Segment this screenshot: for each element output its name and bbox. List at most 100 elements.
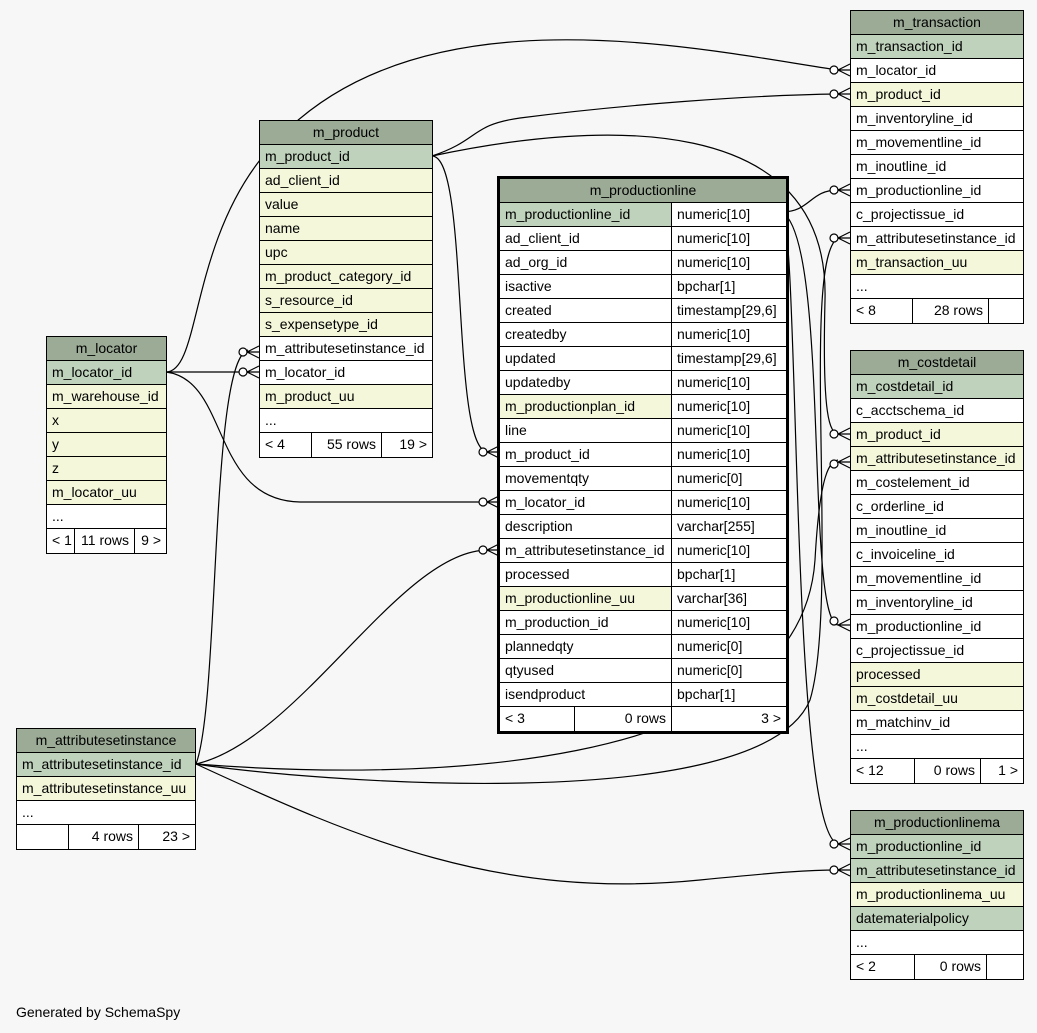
column-name: ...: [22, 804, 34, 820]
marker-productionline-locator: [478, 497, 488, 507]
column-name: ...: [856, 934, 868, 950]
table-column-row: m_productionline_id: [851, 615, 1023, 639]
column-name: c_projectissue_id: [856, 206, 965, 222]
table-title[interactable]: m_productionline: [500, 179, 786, 203]
table-column-row: m_locator_id: [260, 361, 432, 385]
table-column-row: ...: [47, 505, 166, 529]
children-count[interactable]: 1 >: [998, 762, 1018, 778]
column-name: x: [52, 412, 59, 428]
column-type: numeric[10]: [672, 251, 786, 274]
parents-count[interactable]: < 1: [47, 529, 75, 553]
column-name: m_movementline_id: [856, 134, 982, 150]
table-column-row: m_locator_id: [47, 361, 166, 385]
table-title[interactable]: m_costdetail: [851, 351, 1023, 375]
table-column-row: ...: [260, 409, 432, 433]
column-type: numeric[0]: [672, 635, 786, 658]
column-name: updated: [500, 347, 672, 370]
column-name: m_costdetail_uu: [856, 690, 958, 706]
table-column-row: ...: [17, 801, 195, 825]
table-column-row: m_inoutline_id: [851, 155, 1023, 179]
column-type: numeric[0]: [672, 467, 786, 490]
column-name: s_resource_id: [265, 292, 353, 308]
row-count: 55 rows: [312, 433, 382, 457]
column-type: bpchar[1]: [672, 563, 786, 586]
column-name: m_product_id: [265, 148, 350, 164]
edge-product-productionline: [431, 155, 489, 453]
parents-count[interactable]: < 12: [851, 759, 915, 783]
table-title[interactable]: m_product: [260, 121, 432, 145]
table-column-row: s_expensetype_id: [260, 313, 432, 337]
edge-asi-transaction: [195, 237, 839, 785]
children-count[interactable]: 23 >: [162, 828, 190, 844]
table-column-row: m_productionline_id: [851, 835, 1023, 859]
table-title[interactable]: m_locator: [47, 337, 166, 361]
children-count[interactable]: 9 >: [141, 532, 161, 548]
table-title[interactable]: m_attributesetinstance: [17, 729, 195, 753]
marker-transaction-product: [829, 89, 839, 99]
column-name: ad_org_id: [500, 251, 672, 274]
prongs-transaction-locator: [837, 63, 851, 77]
column-name: m_transaction_uu: [856, 254, 968, 270]
table-column-row: ...: [851, 735, 1023, 759]
marker-costdetail-asi: [829, 459, 839, 469]
table-column-row: m_costdetail_id: [851, 375, 1023, 399]
edge-asi-productionlinema: [195, 763, 839, 885]
table-title[interactable]: m_transaction: [851, 11, 1023, 35]
edge-productionline-productionlinema: [781, 211, 839, 845]
column-name: createdby: [500, 323, 672, 346]
prongs-transaction-asi: [837, 231, 851, 245]
column-name: ad_client_id: [500, 227, 672, 250]
prongs-productionlinema-productionline: [837, 837, 851, 851]
marker-productionlinema-productionline: [829, 839, 839, 849]
prongs-productionlinema-asi: [837, 863, 851, 877]
column-name: m_product_uu: [265, 388, 355, 404]
table-title[interactable]: m_productionlinema: [851, 811, 1023, 835]
edge-product-costdetail: [431, 134, 839, 435]
prongs-costdetail-productionline: [837, 618, 851, 632]
column-name: isendproduct: [500, 683, 672, 706]
prongs-product-locator: [246, 365, 260, 379]
parents-count[interactable]: < 4: [260, 433, 312, 457]
prongs-costdetail-product: [837, 427, 851, 441]
children-count[interactable]: [987, 955, 1023, 979]
column-name: ad_client_id: [265, 172, 340, 188]
parents-count[interactable]: [17, 825, 69, 849]
edge-locator-transaction: [165, 39, 839, 373]
column-name: m_product_id: [500, 443, 672, 466]
children-count[interactable]: [989, 299, 1023, 323]
marker-product-asi: [238, 347, 248, 357]
edge-product-transaction: [431, 93, 839, 157]
parents-count[interactable]: < 3: [500, 707, 575, 731]
table-column-row: c_orderline_id: [851, 495, 1023, 519]
column-type: numeric[10]: [672, 227, 786, 250]
table-column-row: m_locator_id: [851, 59, 1023, 83]
marker-transaction-productionline: [829, 185, 839, 195]
column-name: m_product_id: [856, 86, 941, 102]
parents-count[interactable]: < 2: [851, 955, 915, 979]
column-name: m_inoutline_id: [856, 158, 947, 174]
column-type: numeric[10]: [672, 491, 786, 514]
table-column-row: z: [47, 457, 166, 481]
children-count[interactable]: 19 >: [399, 436, 427, 452]
parents-count[interactable]: < 8: [851, 299, 913, 323]
table-column-row: m_attributesetinstance_id: [260, 337, 432, 361]
table-column-row: c_projectissue_id: [851, 203, 1023, 227]
marker-costdetail-product: [829, 429, 839, 439]
table-column-row: m_inventoryline_id: [851, 107, 1023, 131]
column-name: upc: [265, 244, 288, 260]
children-count[interactable]: 3 >: [761, 710, 781, 726]
table-column-row: m_productionline_id: [851, 179, 1023, 203]
column-type: numeric[10]: [672, 371, 786, 394]
column-name: m_attributesetinstance_id: [856, 450, 1016, 466]
